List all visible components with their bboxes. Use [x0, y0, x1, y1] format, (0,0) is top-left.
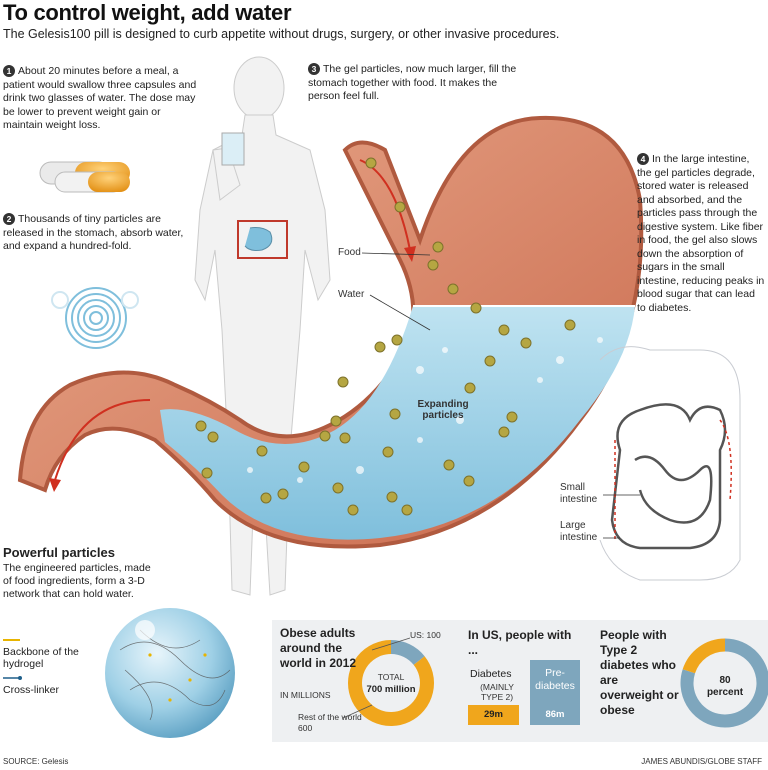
step-1-text: About 20 minutes before a meal, a patien…	[3, 65, 197, 131]
donut-segment	[348, 640, 434, 726]
hydrogel-sphere	[105, 608, 235, 738]
us-people-title: In US, people with ...	[468, 628, 572, 657]
diabetes-bar	[468, 705, 519, 725]
legend-crosslinker: Cross-linker	[3, 684, 60, 696]
step-number-3: 3	[308, 63, 320, 75]
label-small-intestine: Small intestine	[560, 482, 598, 505]
intestines-illustration	[599, 346, 741, 581]
stomach-water	[160, 306, 635, 540]
powerful-title: Powerful particles	[3, 545, 115, 560]
powerful-text: The engineered particles, made of food i…	[3, 562, 151, 600]
type2-title: People with Type 2 diabetes who are over…	[600, 628, 679, 717]
particle-expansion-icon	[51, 287, 139, 349]
diabetes-label: Diabetes	[470, 668, 512, 680]
footer-source: SOURCE: Gelesis	[3, 757, 69, 766]
capsules-icon	[39, 161, 130, 193]
label-expanding-particles: Expanding particles	[417, 399, 469, 421]
label-food: Food	[338, 247, 361, 258]
step-number-2: 2	[3, 213, 15, 225]
highlight-box	[237, 220, 288, 259]
type2-donut-chart	[680, 638, 768, 728]
obese-rest-label: Rest of the world 600	[298, 712, 362, 733]
step-2-text: Thousands of tiny particles are released…	[3, 213, 184, 252]
legend-backbone: Backbone of the hydrogel	[3, 646, 79, 670]
gel-particles	[195, 157, 576, 516]
step-number-1: 1	[3, 65, 15, 77]
step-4-text: In the large intestine, the gel particle…	[637, 153, 765, 314]
page-title: To control weight, add water	[3, 0, 292, 25]
step-number-4: 4	[637, 153, 649, 165]
prediabetes-label: Pre-diabetes	[535, 667, 575, 692]
step-3-text: The gel particles, now much larger, fill…	[308, 63, 517, 102]
page-subtitle: The Gelesis100 pill is designed to curb …	[3, 27, 560, 41]
obese-us-label: US: 100	[410, 630, 441, 640]
obese-total-value: 700 million	[366, 684, 416, 695]
obese-total-label: TOTAL	[377, 672, 405, 682]
obese-donut-chart	[348, 640, 434, 726]
diabetes-value: 29m	[483, 709, 503, 720]
donut-segment	[390, 640, 425, 666]
donut-segment	[680, 638, 768, 728]
prediabetes-bar	[530, 660, 580, 725]
obese-unit: IN MILLIONS	[280, 690, 331, 700]
label-large-intestine: Large intestine	[560, 520, 598, 543]
footer-credit: JAMES ABUNDIS/GLOBE STAFF	[641, 757, 762, 766]
type2-value: 80 percent	[706, 675, 744, 698]
diabetes-sub: (MAINLY TYPE 2)	[480, 682, 514, 702]
label-water: Water	[338, 289, 365, 300]
prediabetes-value: 86m	[545, 709, 565, 720]
obese-title: Obese adults around the world in 2012	[280, 626, 357, 670]
donut-segment	[682, 638, 726, 674]
